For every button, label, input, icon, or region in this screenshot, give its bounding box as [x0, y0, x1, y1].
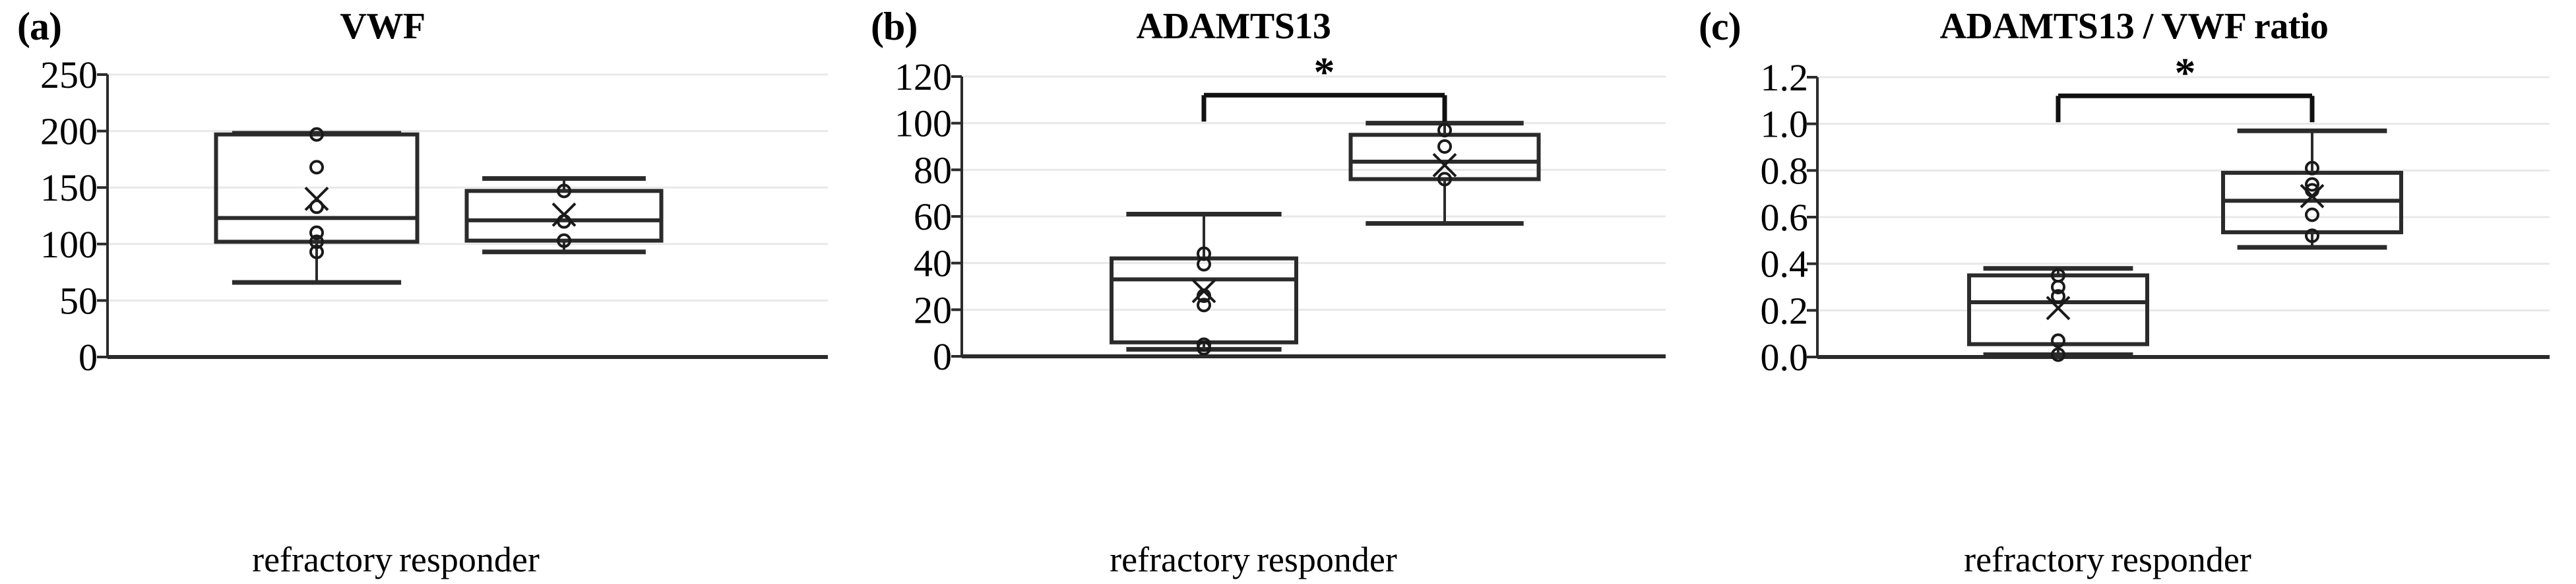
panel-b-title: ADAMTS13 [1136, 6, 1331, 47]
data-point [2305, 228, 2319, 243]
data-point [1197, 246, 1211, 261]
y-tick-label: 0.0 [1761, 336, 1809, 379]
xlabel-refractory: refractory [1110, 540, 1250, 579]
boxplot-refractory [1110, 211, 1298, 356]
panel-c-letter: (c) [1699, 5, 1742, 48]
y-tick-label: 0 [933, 335, 952, 378]
panel-b-letter: (b) [871, 5, 918, 48]
data-point [1437, 172, 1452, 187]
y-tick-label: 150 [40, 166, 98, 209]
panel-c-xaxis: refractory responder [1778, 539, 2437, 580]
panel-a-title: VWF [340, 6, 425, 47]
data-point [2051, 333, 2065, 348]
data-point [1197, 341, 1211, 356]
y-tick-label: 60 [914, 195, 952, 238]
data-point [309, 234, 324, 249]
xlabel-refractory: refractory [1964, 540, 2104, 579]
box-iqr [464, 189, 664, 243]
y-tick-label: 0.6 [1761, 196, 1809, 239]
data-point [2051, 347, 2065, 362]
boxplot-refractory [1967, 266, 2149, 362]
y-tick-label: 40 [914, 242, 952, 285]
box-iqr [1967, 273, 2149, 346]
xlabel-responder: responder [2110, 540, 2251, 579]
data-point [1437, 123, 1452, 138]
xlabel-refractory: refractory [252, 540, 393, 579]
xlabel-responder: responder [398, 540, 540, 579]
y-tick-label: 200 [40, 110, 98, 153]
mean-marker-x [1432, 152, 1457, 178]
panel-a-letter: (a) [17, 5, 62, 48]
y-tick-label: 0.4 [1761, 243, 1809, 286]
data-point [2305, 207, 2319, 222]
y-tick-label: 100 [895, 102, 952, 145]
panel-c-title: ADAMTS13 / VWF ratio [1939, 6, 2329, 47]
data-point [309, 244, 324, 259]
y-tick-label: 250 [40, 53, 98, 96]
significance-asterisk: * [2175, 49, 2196, 96]
y-tick-label: 1.0 [1761, 103, 1809, 146]
box-iqr [214, 132, 420, 244]
y-tick-label: 1.2 [1761, 56, 1809, 99]
data-point [2305, 177, 2319, 192]
data-point [557, 183, 571, 199]
panel-a-xaxis: refractory responder [66, 539, 726, 580]
significance-asterisk: * [1314, 48, 1335, 95]
y-tick-label: 0 [79, 336, 98, 379]
panel-b-xaxis: refractory responder [924, 539, 1583, 580]
data-point [557, 214, 571, 229]
panel-a: (a) VWF 0 50 100 150 200 250 refractory respo… [0, 0, 864, 584]
y-tick-label: 120 [895, 55, 952, 98]
y-tick-label: 50 [59, 279, 98, 322]
data-point [1197, 257, 1211, 272]
y-tick-label: 80 [914, 148, 952, 191]
data-point [1197, 298, 1211, 313]
significance-bracket: * [1201, 48, 1447, 122]
data-point [2051, 280, 2065, 294]
data-point [309, 225, 324, 240]
boxplot-responder [464, 176, 664, 255]
data-point [1437, 139, 1452, 154]
boxplot-responder [2221, 128, 2403, 250]
data-point [2305, 183, 2319, 198]
mean-marker-x [2046, 296, 2071, 321]
boxplot-refractory [214, 127, 420, 285]
y-tick-label: 100 [40, 223, 98, 266]
data-point [2305, 160, 2319, 176]
xlabel-responder: responder [1256, 540, 1397, 579]
panel-a-plot: 0 50 100 150 200 250 [40, 53, 828, 379]
data-point [2051, 289, 2065, 304]
mean-marker-x [304, 186, 329, 211]
boxplot-responder [1348, 121, 1541, 226]
y-tick-label: 0.8 [1761, 149, 1809, 192]
y-tick-label: 0.2 [1761, 289, 1809, 332]
data-point [1197, 288, 1211, 304]
data-point [557, 233, 571, 248]
significance-bracket: * [2056, 49, 2315, 123]
data-point [309, 127, 324, 142]
data-point [309, 199, 324, 214]
y-tick-label: 20 [914, 288, 952, 331]
data-point [309, 160, 324, 175]
panel-c-plot: 0.00.20.40.60.81.01.2 * [1761, 49, 2550, 379]
